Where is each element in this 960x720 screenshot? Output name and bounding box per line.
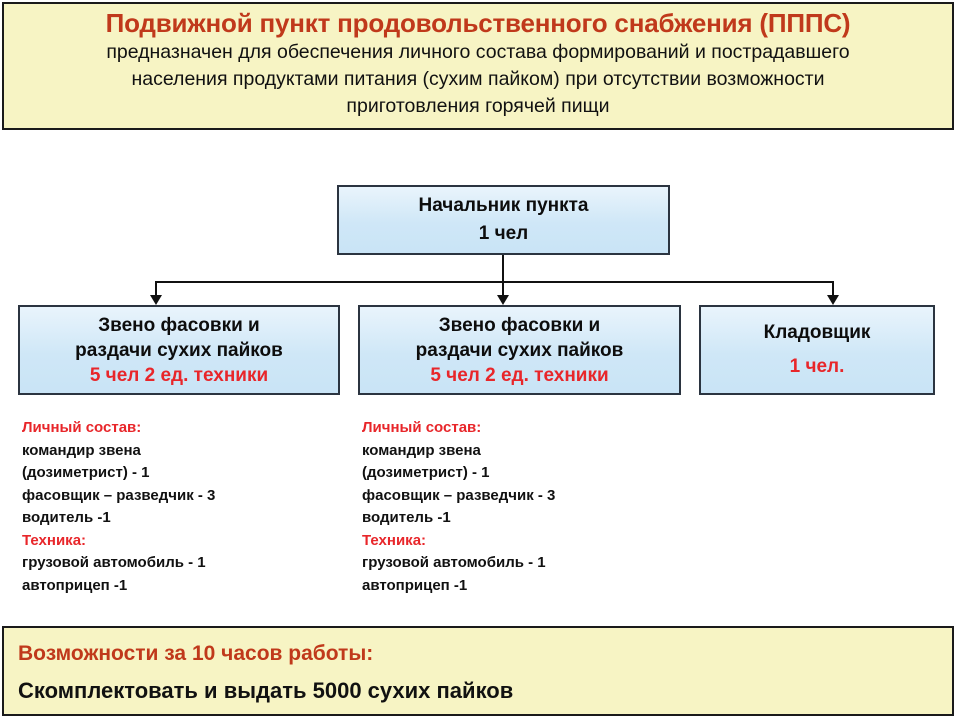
- page-title: Подвижной пункт продовольственного снабж…: [105, 8, 851, 38]
- detail-item: водитель -1: [22, 509, 111, 526]
- org-node-title: Начальник пункта: [418, 195, 589, 216]
- detail-item: (дозиметрист) - 1: [22, 464, 150, 481]
- detail-item: командир звена: [362, 441, 481, 459]
- org-node-title: Кладовщик: [763, 322, 871, 343]
- org-node-child-1[interactable]: Звено фасовки и раздачи сухих пайков 5 ч…: [18, 305, 340, 395]
- detail-item: автоприцеп -1: [362, 576, 468, 594]
- footer-subtitle: Скомплектовать и выдать 5000 сухих пайко…: [18, 678, 514, 703]
- detail-item: грузовой автомобиль - 1: [22, 554, 206, 571]
- header-description: предназначен для обеспечения личного сос…: [14, 39, 942, 120]
- detail-item: водитель -1: [362, 509, 451, 526]
- org-node-count: 5 чел 2 ед. техники: [89, 364, 269, 386]
- org-node-count: 1 чел.: [789, 356, 845, 377]
- header-description-line: предназначен для обеспечения личного сос…: [106, 41, 850, 63]
- org-node-count: 1 чел: [478, 223, 529, 244]
- org-node-title-cont: раздачи сухих пайков: [415, 339, 624, 361]
- arrow-down-icon: [827, 295, 839, 305]
- header-panel: Подвижной пункт продовольственного снабж…: [2, 2, 954, 130]
- org-node-count: 5 чел 2 ед. техники: [430, 364, 609, 386]
- detail-item: командир звена: [22, 441, 141, 459]
- detail-column-2: Личный состав: командир звена (дозиметри…: [362, 417, 692, 597]
- org-node-title: Звено фасовки и: [438, 314, 601, 336]
- org-node-child-3[interactable]: Кладовщик 1 чел.: [699, 305, 935, 395]
- detail-item: фасовщик – разведчик - 3: [362, 486, 556, 504]
- connector-stem-child-3: [832, 281, 834, 296]
- connector-horizontal-bar: [155, 281, 834, 283]
- arrow-down-icon: [150, 295, 162, 305]
- header-description-line: приготовления горячей пищи: [346, 95, 610, 117]
- detail-heading-personnel: Личный состав:: [22, 419, 142, 436]
- arrow-down-icon: [497, 295, 509, 305]
- connector-stem-child-2: [502, 281, 504, 296]
- org-node-title-cont: раздачи сухих пайков: [75, 339, 283, 361]
- header-description-line: населения продуктами питания (сухим пайк…: [131, 68, 825, 90]
- org-node-title: Звено фасовки и: [98, 314, 260, 336]
- org-chart-area: Начальник пункта 1 чел Звено фасовки и р…: [0, 132, 960, 624]
- detail-item: (дозиметрист) - 1: [362, 464, 490, 481]
- detail-heading-equipment: Техника:: [362, 531, 427, 549]
- connector-root-drop: [502, 255, 504, 282]
- footer-title: Возможности за 10 часов работы:: [18, 642, 374, 665]
- footer-panel: Возможности за 10 часов работы: Скомплек…: [2, 626, 954, 716]
- detail-item: грузовой автомобиль - 1: [362, 554, 546, 571]
- org-node-root[interactable]: Начальник пункта 1 чел: [337, 185, 670, 255]
- org-node-child-2[interactable]: Звено фасовки и раздачи сухих пайков 5 ч…: [358, 305, 681, 395]
- connector-stem-child-1: [155, 281, 157, 296]
- detail-column-1: Личный состав: командир звена (дозиметри…: [22, 417, 352, 597]
- detail-heading-equipment: Техника:: [22, 531, 87, 549]
- detail-item: фасовщик – разведчик - 3: [22, 486, 216, 504]
- detail-item: автоприцеп -1: [22, 576, 128, 594]
- detail-heading-personnel: Личный состав:: [362, 419, 482, 436]
